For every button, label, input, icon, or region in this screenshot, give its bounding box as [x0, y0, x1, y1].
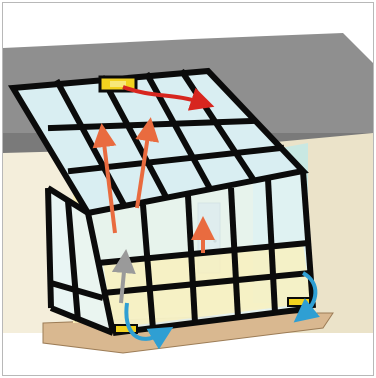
floor-vent-right-icon [288, 298, 310, 306]
illustration-frame [2, 2, 374, 376]
sunroom-illustration [3, 3, 373, 375]
